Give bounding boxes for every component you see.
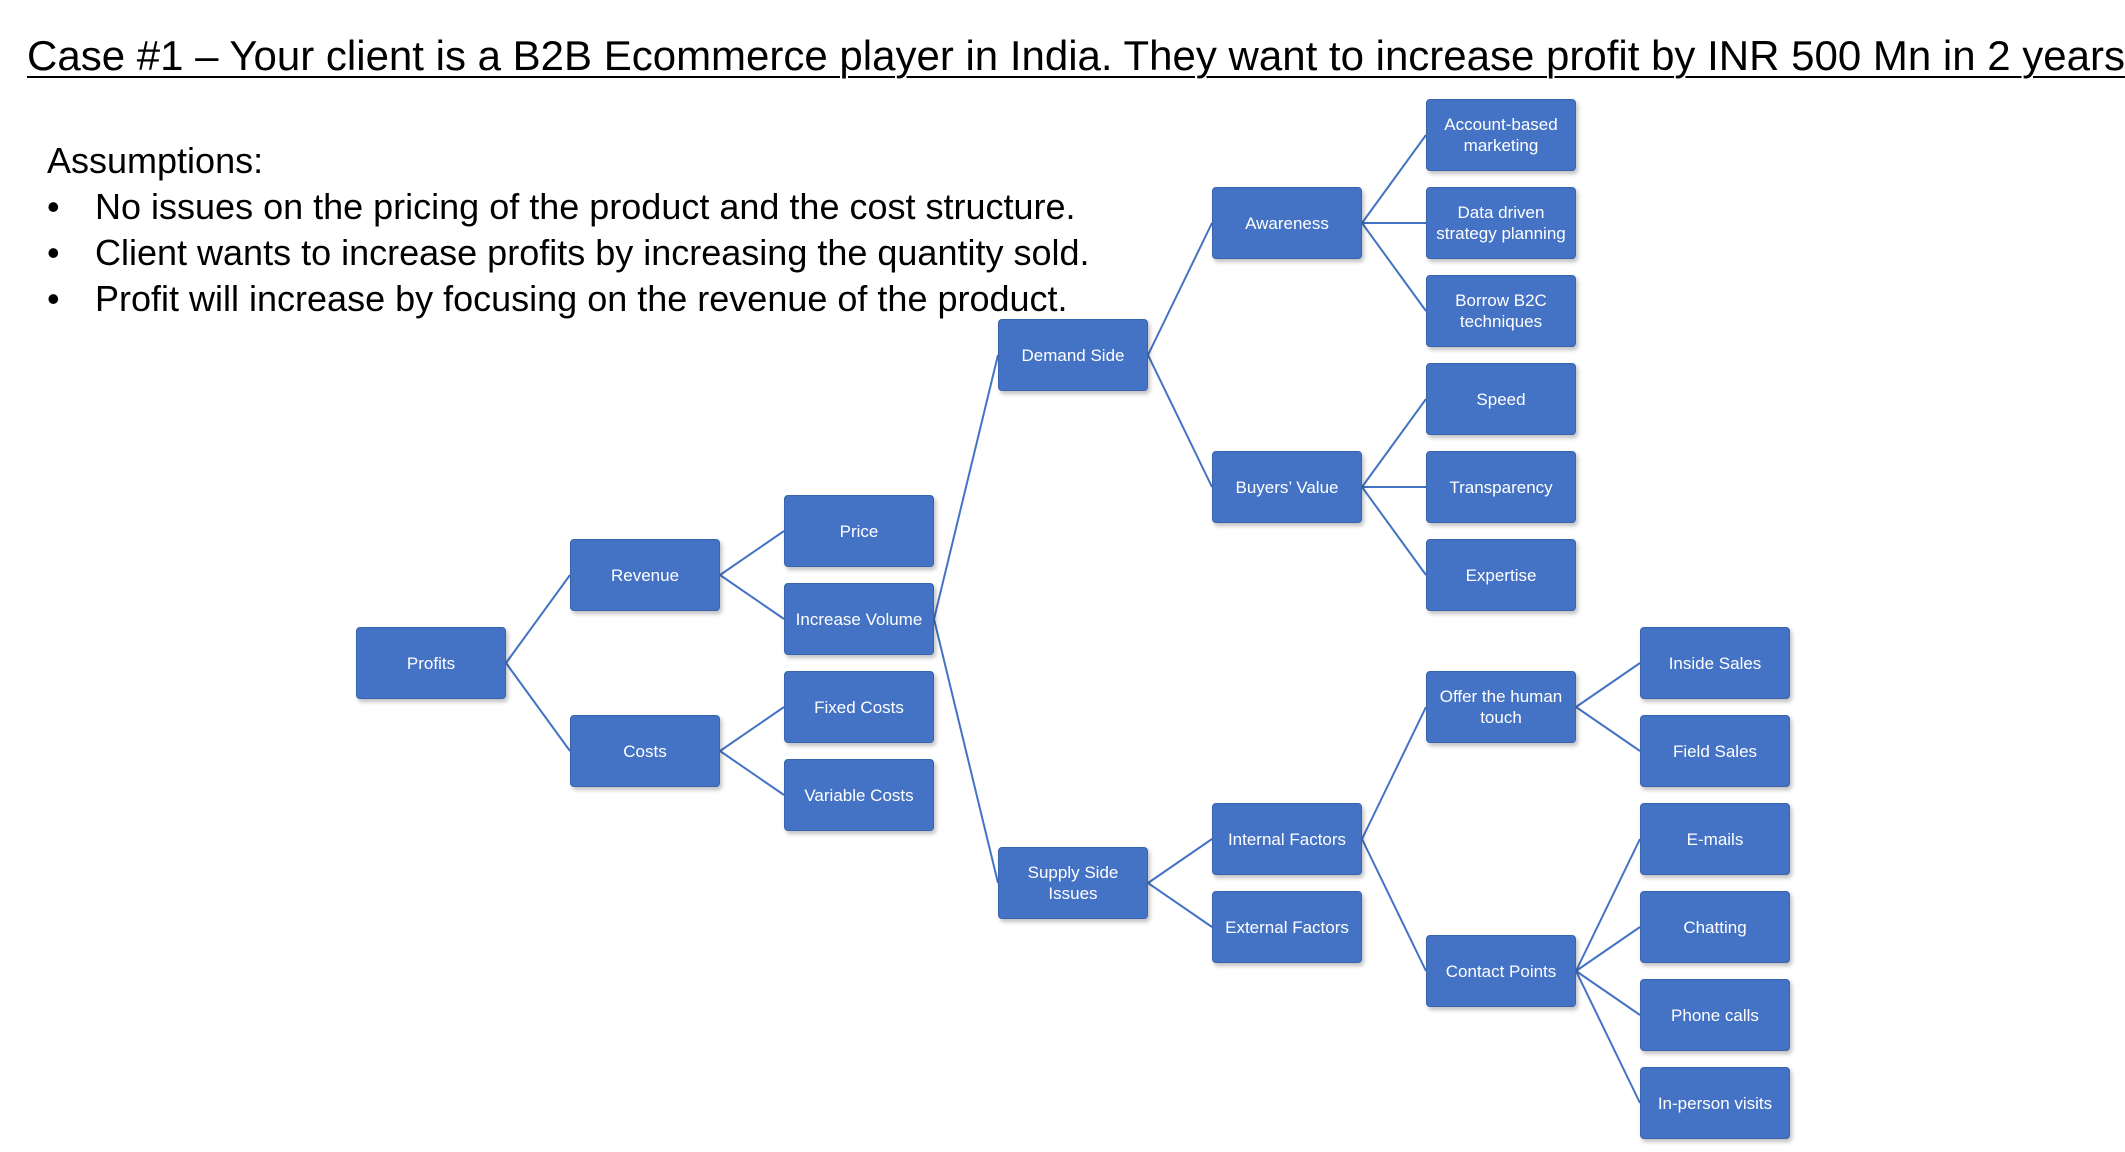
node-contact-points: Contact Points	[1426, 935, 1576, 1007]
node-profits: Profits	[356, 627, 506, 699]
node-demand-side: Demand Side	[998, 319, 1148, 391]
connector-line	[1361, 838, 1427, 972]
node-costs: Costs	[570, 715, 720, 787]
node-e-mails: E-mails	[1640, 803, 1790, 875]
connector-line	[1361, 398, 1427, 488]
assumption-item: Profit will increase by focusing on the …	[47, 276, 1090, 322]
connector-line	[1361, 222, 1427, 312]
node-field-sales: Field Sales	[1640, 715, 1790, 787]
node-speed: Speed	[1426, 363, 1576, 435]
connector-line	[1361, 706, 1427, 840]
node-chatting: Chatting	[1640, 891, 1790, 963]
assumption-item: Client wants to increase profits by incr…	[47, 230, 1090, 276]
assumption-item: No issues on the pricing of the product …	[47, 184, 1090, 230]
node-account-based-marketing: Account-based marketing	[1426, 99, 1576, 171]
connector-line	[1147, 354, 1213, 488]
connector-line	[1361, 134, 1427, 224]
node-phone-calls: Phone calls	[1640, 979, 1790, 1051]
node-variable-costs: Variable Costs	[784, 759, 934, 831]
connector-line	[933, 618, 999, 884]
node-awareness: Awareness	[1212, 187, 1362, 259]
connector-line	[1361, 486, 1427, 576]
node-price: Price	[784, 495, 934, 567]
page-title: Case #1 – Your client is a B2B Ecommerce…	[27, 32, 2125, 79]
node-external-factors: External Factors	[1212, 891, 1362, 963]
connector-line	[1147, 838, 1213, 884]
node-expertise: Expertise	[1426, 539, 1576, 611]
connector-line	[1147, 882, 1213, 928]
node-data-driven-strategy: Data driven strategy planning	[1426, 187, 1576, 259]
node-internal-factors: Internal Factors	[1212, 803, 1362, 875]
connector-line	[1575, 662, 1641, 708]
connector-line	[719, 530, 785, 576]
connector-line	[1147, 222, 1213, 356]
node-transparency: Transparency	[1426, 451, 1576, 523]
node-revenue: Revenue	[570, 539, 720, 611]
node-fixed-costs: Fixed Costs	[784, 671, 934, 743]
node-increase-volume: Increase Volume	[784, 583, 934, 655]
connector-line	[1575, 970, 1641, 1104]
node-borrow-b2c: Borrow B2C techniques	[1426, 275, 1576, 347]
node-supply-side-issues: Supply Side Issues	[998, 847, 1148, 919]
connector-line	[505, 662, 571, 752]
node-in-person-visits: In-person visits	[1640, 1067, 1790, 1139]
node-buyers-value: Buyers’ Value	[1212, 451, 1362, 523]
assumptions-block: Assumptions: No issues on the pricing of…	[47, 138, 1090, 322]
connector-line	[933, 354, 999, 620]
connector-line	[719, 750, 785, 796]
assumptions-heading: Assumptions:	[47, 140, 264, 181]
connector-line	[719, 574, 785, 620]
connector-line	[719, 706, 785, 752]
connector-line	[505, 574, 571, 664]
node-inside-sales: Inside Sales	[1640, 627, 1790, 699]
connector-line	[1575, 926, 1641, 972]
node-offer-human-touch: Offer the human touch	[1426, 671, 1576, 743]
connector-lines	[505, 134, 1641, 1104]
connector-line	[1575, 970, 1641, 1016]
connector-line	[1575, 706, 1641, 752]
connector-line	[1575, 838, 1641, 972]
assumptions-list: No issues on the pricing of the product …	[47, 184, 1090, 322]
